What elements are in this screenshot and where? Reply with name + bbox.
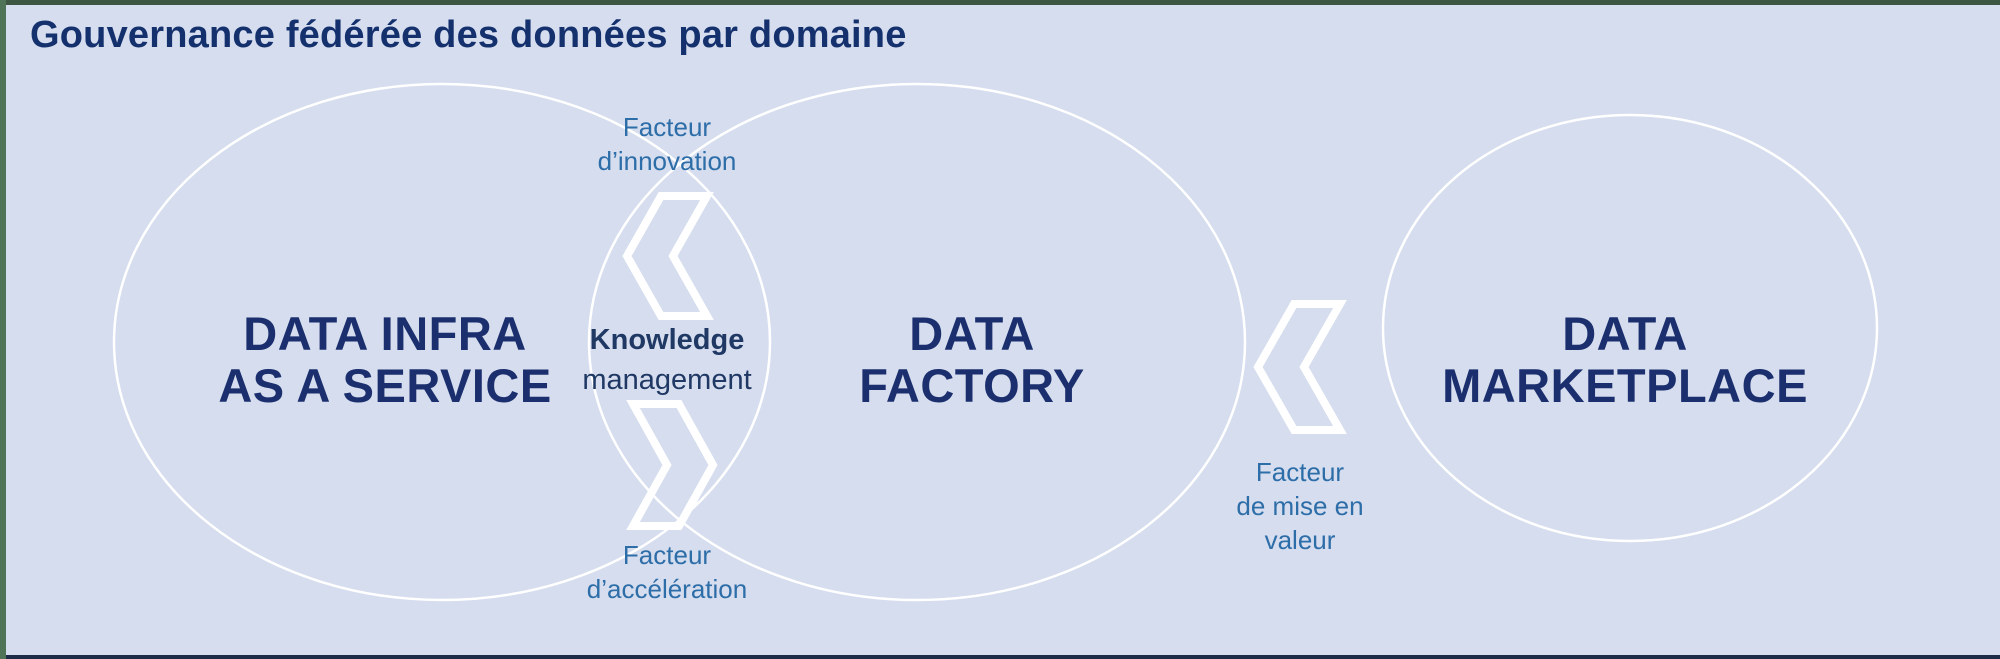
connector-label-line: valeur xyxy=(1264,525,1336,555)
connector-label-acceleration: Facteur d’accélération xyxy=(587,538,747,606)
chevron-left-icon-innovation xyxy=(622,192,714,320)
connector-label-line: Facteur xyxy=(622,540,712,570)
connector-label-knowledge-management: Knowledge management xyxy=(582,320,751,400)
chevron-right-icon-acceleration xyxy=(626,400,718,530)
connector-label-line: Facteur xyxy=(622,112,712,142)
circle-label-line: DATA xyxy=(1562,307,1688,360)
knowledge-label-line: Knowledge xyxy=(589,324,745,356)
connector-label-line: d’innovation xyxy=(597,146,737,176)
top-edge-strip xyxy=(0,0,2000,5)
circle-label-data-marketplace: DATA MARKETPLACE xyxy=(1442,308,1808,412)
connector-label-line: de mise en xyxy=(1236,491,1364,521)
circle-label-line: DATA INFRA xyxy=(243,307,527,360)
connector-label-valorisation: Facteur de mise en valeur xyxy=(1236,455,1363,557)
left-edge-strip xyxy=(0,0,6,659)
connector-label-innovation: Facteur d’innovation xyxy=(598,110,737,178)
page-title: Gouvernance fédérée des données par doma… xyxy=(30,14,907,56)
knowledge-label-line: management xyxy=(582,364,752,396)
circle-label-line: FACTORY xyxy=(859,359,1085,412)
circle-outline-data-factory xyxy=(587,82,1247,602)
circle-label-data-factory: DATA FACTORY xyxy=(859,308,1084,412)
connector-label-line: Facteur xyxy=(1255,457,1345,487)
circle-label-line: AS A SERVICE xyxy=(218,359,552,412)
circle-outline-data-marketplace xyxy=(1381,113,1879,543)
circle-label-data-infra: DATA INFRA AS A SERVICE xyxy=(218,308,551,412)
connector-label-line: d’accélération xyxy=(586,574,748,604)
circle-label-line: DATA xyxy=(909,307,1035,360)
bottom-edge-strip xyxy=(0,655,2000,659)
circle-label-line: MARKETPLACE xyxy=(1442,359,1808,412)
circle-outline-data-infra xyxy=(112,82,772,602)
chevron-left-icon-valorisation xyxy=(1253,300,1347,434)
